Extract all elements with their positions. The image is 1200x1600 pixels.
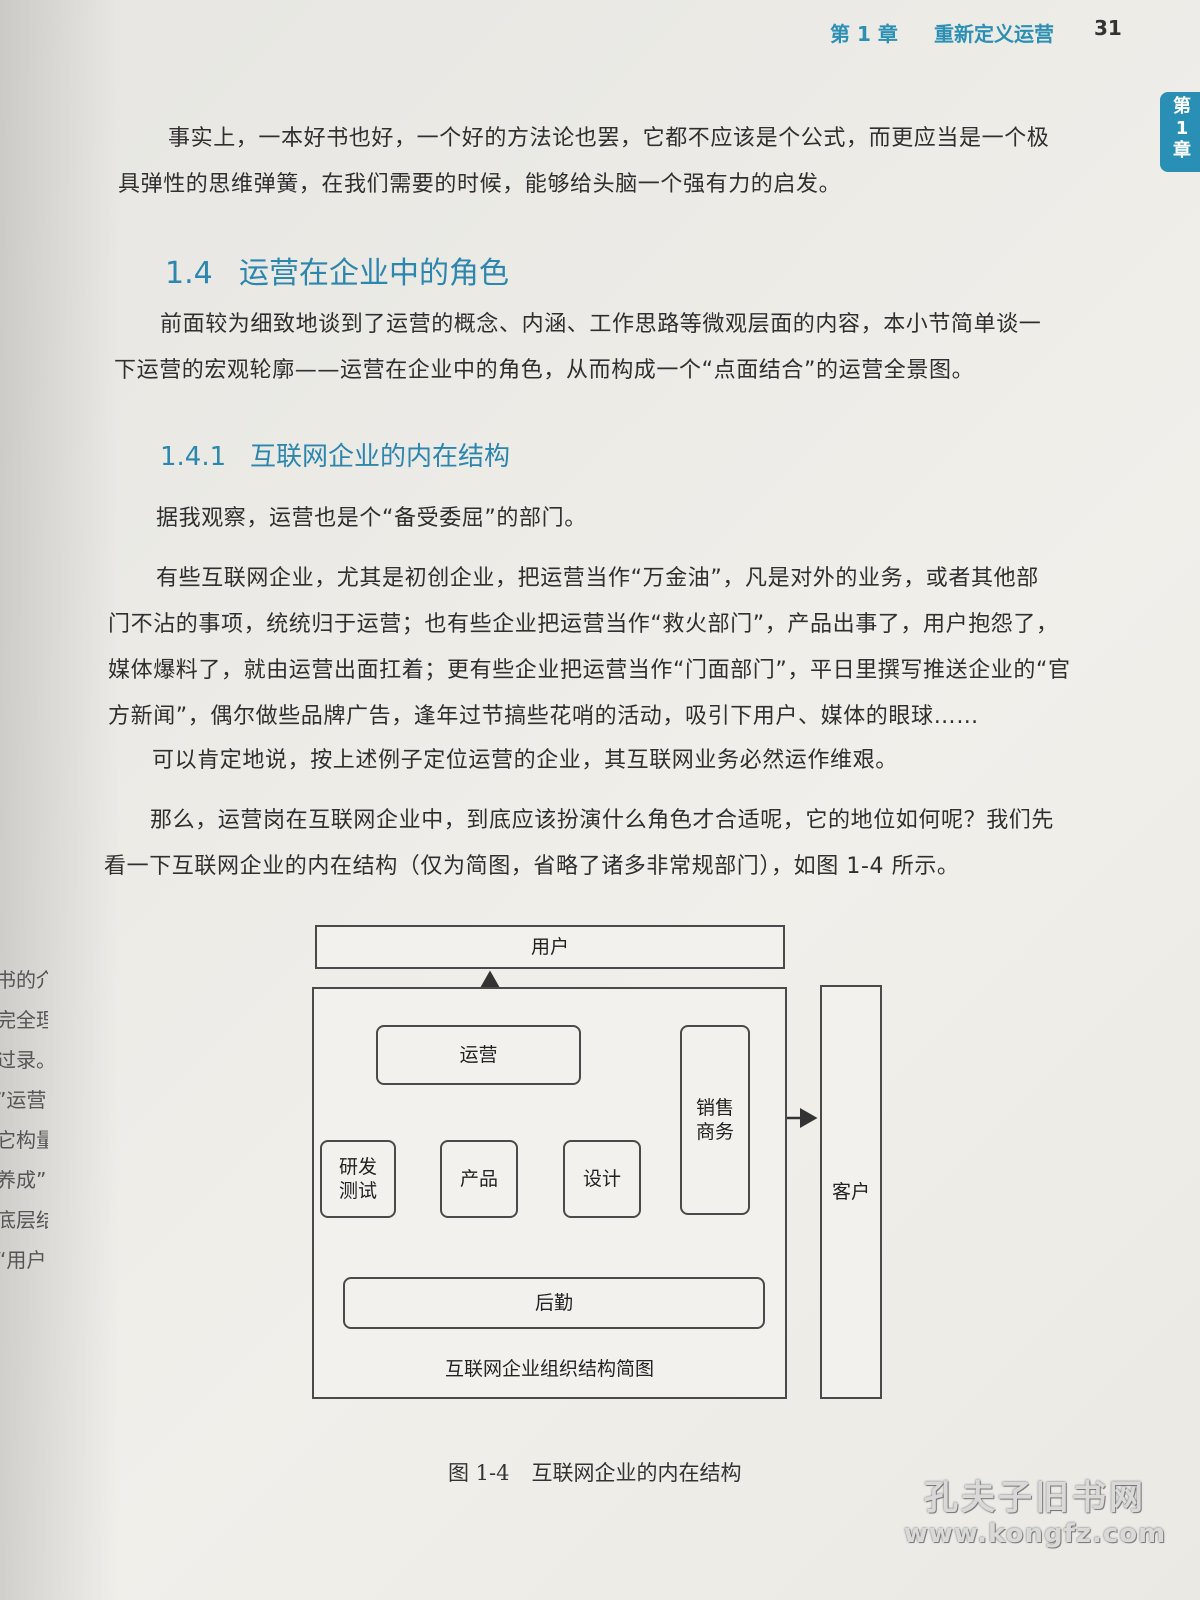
subsection-title: 互联网企业的内在结构 (250, 442, 511, 472)
backend-label: 后勤 (534, 1292, 573, 1314)
customer-box: 客户 (820, 985, 882, 1399)
running-header: 第 1 章 重新定义运营 31 (830, 14, 1130, 48)
figure-caption: 图 1-4 互联网企业的内在结构 (448, 1457, 742, 1487)
paragraph-4: 那么，运营岗在互联网企业中，到底应该扮演什么角色才合适呢，它的地位如何呢？我们先… (104, 798, 1114, 890)
text-line: 方新闻”，偶尔做些品牌广告，逢年过节搞些花哨的活动，吸引下用户、媒体的眼球…… (108, 704, 979, 729)
thumb-tab-char: 章 (1173, 140, 1191, 161)
design-box: 设计 (563, 1140, 641, 1218)
text-line: 那么，运营岗在互联网企业中，到底应该扮演什么角色才合适呢，它的地位如何呢？我们先 (150, 808, 1055, 833)
section-number: 1.4 (165, 256, 213, 291)
sales-box: 销售 商务 (680, 1025, 750, 1215)
paragraph-3: 可以肯定地说，按上述例子定位运营的企业，其互联网业务必然运作维艰。 (106, 738, 1116, 784)
section-title: 运营在企业中的角色 (239, 256, 509, 291)
text-line: 有些互联网企业，尤其是初创企业，把运营当作“万金油”，凡是对外的业务，或者其他部 (156, 566, 1039, 591)
operation-box: 运营 (376, 1025, 581, 1085)
sales-label: 销售 商务 (695, 1097, 734, 1143)
text-line: 据我观察，运营也是个“备受委屈”的部门。 (156, 506, 587, 531)
paragraph-1: 据我观察，运营也是个“备受委屈”的部门。 (110, 496, 1120, 542)
backend-box: 后勤 (343, 1277, 765, 1329)
prev-page-fragment: 过录。本 (0, 1048, 48, 1072)
prev-page-fragment: 底层结 (0, 1208, 48, 1232)
prev-page-fragment: 养成” (0, 1168, 47, 1192)
subsection-heading: 1.4.1 互联网企业的内在结构 (160, 436, 510, 473)
thumb-tab-char: 第 (1173, 96, 1191, 117)
org-structure-diagram: 用户 互联网企业组织结构简图 运营 销售 商务 研发 测试 产品 设计 后勤 客… (310, 925, 920, 1425)
chapter-thumb-tab: 第 1 章 (1160, 92, 1200, 172)
header-chapter: 第 1 章 (830, 22, 898, 46)
text-line: 门不沾的事项，统统归于运营；也有些企业把运营当作“救火部门”，产品出事了，用户抱… (108, 612, 1059, 637)
text-line: 下运营的宏观轮廓——运营在企业中的角色，从而构成一个“点面结合”的运营全景图。 (114, 358, 975, 383)
rd-box: 研发 测试 (320, 1140, 396, 1218)
user-box: 用户 (315, 925, 785, 969)
caption-text: 互联网企业的内在结构 (531, 1461, 742, 1485)
prev-page-fragment: 它构量 (0, 1128, 48, 1152)
page-gutter-shadow (0, 0, 120, 1600)
thumb-tab-char: 1 (1175, 118, 1189, 139)
section-paragraph: 前面较为细致地谈到了运营的概念、内涵、工作思路等微观层面的内容，本小节简单谈一 … (114, 302, 1124, 394)
design-label: 设计 (582, 1168, 621, 1190)
paragraph-2: 有些互联网企业，尤其是初创企业，把运营当作“万金油”，凡是对外的业务，或者其他部… (108, 556, 1118, 740)
product-label: 产品 (459, 1168, 498, 1190)
prev-page-fragment: ”运营 (0, 1088, 47, 1112)
user-label: 用户 (530, 936, 569, 958)
text-line: 前面较为细致地谈到了运营的概念、内涵、工作思路等微观层面的内容，本小节简单谈一 (160, 312, 1042, 337)
text-line: 媒体爆料了，就由运营出面扛着；更有些企业把运营当作“门面部门”，平日里撰写推送企… (108, 658, 1071, 683)
text-line: 具弹性的思维弹簧，在我们需要的时候，能够给头脑一个强有力的启发。 (118, 172, 842, 197)
product-box: 产品 (440, 1140, 518, 1218)
prev-page-fragment: 完全理解 (0, 1008, 48, 1032)
header-title: 重新定义运营 (934, 22, 1054, 46)
org-label: 互联网企业组织结构简图 (444, 1358, 654, 1380)
prev-page-fragment: “用户 (0, 1248, 47, 1272)
prev-page-fragment: 书的介绍 (0, 968, 48, 992)
watermark: 孔夫子旧书网 www.kongfz.com (890, 1470, 1180, 1549)
caption-label: 图 1-4 (448, 1461, 510, 1485)
text-line: 可以肯定地说，按上述例子定位运营的企业，其互联网业务必然运作维艰。 (152, 748, 898, 773)
watermark-url: www.kongfz.com (903, 1519, 1167, 1549)
rd-label: 研发 测试 (338, 1156, 377, 1202)
text-line: 事实上，一本好书也好，一个好的方法论也罢，它都不应该是个公式，而更应当是一个极 (168, 126, 1050, 151)
page-number: 31 (1094, 16, 1122, 40)
previous-page-edge: 书的介绍 完全理解 过录。本 ”运营 它构量 养成” 底层结 “用户 (0, 960, 48, 1520)
section-heading: 1.4 运营在企业中的角色 (165, 248, 509, 292)
watermark-text: 孔夫子旧书网 (924, 1478, 1146, 1518)
subsection-number: 1.4.1 (160, 442, 227, 472)
intro-paragraph: 事实上，一本好书也好，一个好的方法论也罢，它都不应该是个公式，而更应当是一个极 … (118, 116, 1128, 208)
customer-label: 客户 (831, 1181, 870, 1203)
text-line: 看一下互联网企业的内在结构（仅为简图，省略了诸多非常规部门），如图 1-4 所示… (104, 854, 960, 879)
operation-label: 运营 (459, 1044, 498, 1066)
